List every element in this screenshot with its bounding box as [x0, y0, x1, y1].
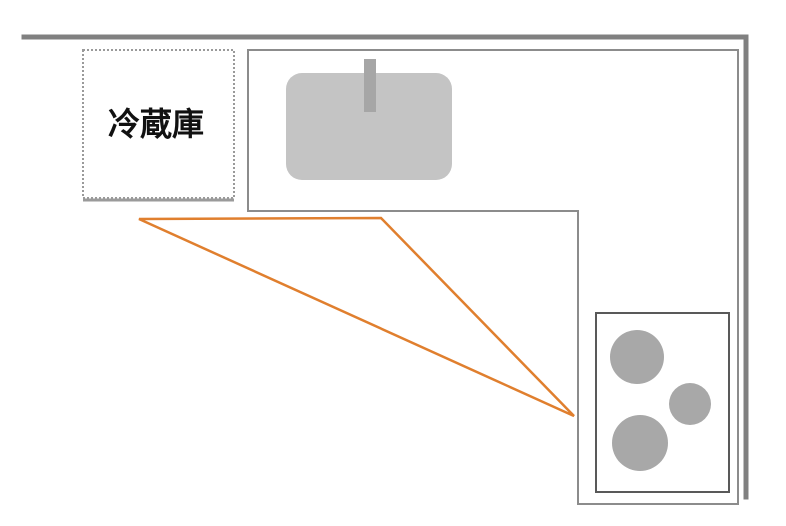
cooktop — [595, 312, 730, 493]
refrigerator: 冷蔵庫 — [82, 49, 235, 202]
cooktop-outline — [595, 312, 730, 493]
work-triangle — [138, 216, 575, 418]
faucet — [364, 59, 376, 112]
burner-bottom-left — [612, 415, 668, 471]
burner-small-right — [669, 383, 711, 425]
l-shaped-counter — [247, 49, 739, 505]
sink — [286, 59, 452, 180]
sink-basin — [286, 73, 452, 180]
refrigerator-label: 冷蔵庫 — [108, 105, 204, 143]
refrigerator-outline — [82, 49, 235, 199]
burner-top-left — [610, 330, 664, 384]
wall — [21, 34, 749, 500]
